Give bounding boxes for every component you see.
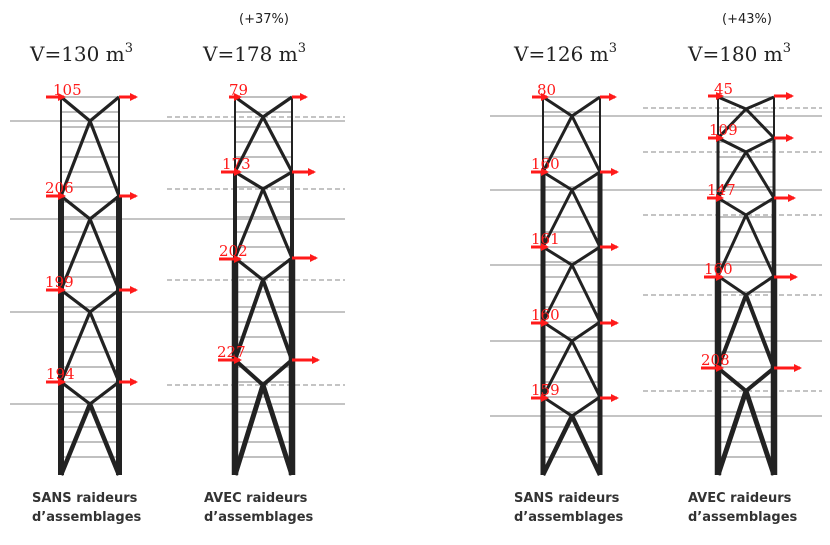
caption-line-1: SANS raideurs <box>514 491 620 506</box>
level-lines-dashed <box>167 116 345 386</box>
force-value: 159 <box>531 381 560 399</box>
force-value: 80 <box>537 81 556 99</box>
force-arrows <box>531 93 619 402</box>
tower-3-group: 80 160 161 160 159 V=126 m3 SANS raideur… <box>490 41 822 525</box>
rungs <box>543 96 600 458</box>
tower-4-group: 45 109 147 160 208 (+43%) V=180 m3 AVEC … <box>643 12 822 525</box>
volume-label: V=130 m3 <box>29 41 133 66</box>
chords <box>231 97 296 475</box>
force-value: 227 <box>217 343 246 361</box>
tower-1-group: 105 206 199 194 V=130 m3 SANS raideurs d… <box>10 41 345 525</box>
caption-line-2: d’assemblages <box>514 510 624 525</box>
volume-increase-label: (+43%) <box>722 12 772 27</box>
caption-line-1: SANS raideurs <box>32 491 138 506</box>
volume-increase-label: (+37%) <box>239 12 289 27</box>
volume-label: V=178 m3 <box>202 41 306 66</box>
chords <box>58 97 122 475</box>
level-lines-dashed <box>643 107 822 392</box>
force-value: 105 <box>53 81 82 99</box>
caption-line-2: d’assemblages <box>688 510 798 525</box>
force-value: 79 <box>229 81 248 99</box>
force-values: 80 160 161 160 159 <box>531 81 560 399</box>
caption-line-1: AVEC raideurs <box>204 491 308 506</box>
bracing <box>715 95 777 476</box>
force-value: 160 <box>531 155 560 173</box>
bracing <box>540 95 603 476</box>
force-value: 109 <box>709 121 738 139</box>
force-values: 105 206 199 194 <box>45 81 82 383</box>
caption-line-2: d’assemblages <box>204 510 314 525</box>
force-arrows <box>701 92 802 372</box>
force-values: 45 109 147 160 208 <box>701 80 738 369</box>
volume-label: V=180 m3 <box>687 41 791 66</box>
force-value: 208 <box>701 351 730 369</box>
rungs <box>235 96 292 458</box>
force-value: 160 <box>704 260 733 278</box>
tower-2-group: 79 173 202 227 (+37%) V=178 m3 AVEC raid… <box>167 12 345 525</box>
force-arrows <box>46 93 138 386</box>
bracing <box>58 95 122 476</box>
force-value: 161 <box>531 230 560 248</box>
force-value: 173 <box>222 155 251 173</box>
caption-line-1: AVEC raideurs <box>688 491 792 506</box>
rungs <box>61 96 120 458</box>
force-arrows <box>218 93 320 364</box>
force-value: 45 <box>714 80 733 98</box>
force-value: 202 <box>219 242 248 260</box>
force-value: 160 <box>531 306 560 324</box>
bracing <box>232 95 295 476</box>
chords <box>714 97 778 475</box>
caption-line-2: d’assemblages <box>32 510 142 525</box>
force-value: 199 <box>45 273 74 291</box>
force-values: 79 173 202 227 <box>217 81 251 361</box>
force-value: 194 <box>46 365 75 383</box>
force-value: 147 <box>707 181 736 199</box>
force-value: 206 <box>45 179 74 197</box>
volume-label: V=126 m3 <box>513 41 617 66</box>
